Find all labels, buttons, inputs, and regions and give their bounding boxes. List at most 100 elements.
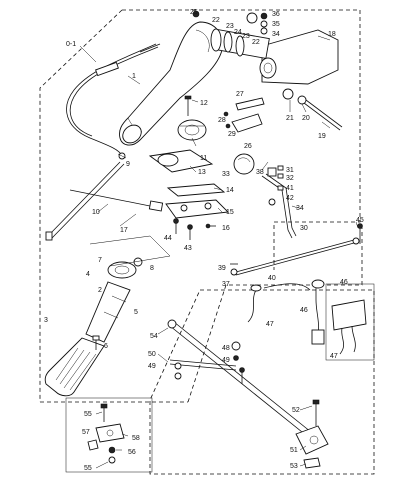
callout-14: 14 xyxy=(226,187,234,194)
callout-20: 20 xyxy=(302,115,310,122)
bracket-plates xyxy=(165,183,229,219)
callout-3: 3 xyxy=(44,317,48,324)
callout-41: 41 xyxy=(286,185,294,192)
callout-8: 8 xyxy=(150,265,154,272)
callout-43: 43 xyxy=(184,245,192,252)
grip-sleeve xyxy=(85,281,131,343)
callout-33: 33 xyxy=(222,171,230,178)
shift-lever xyxy=(261,165,297,239)
leader-box-17 xyxy=(89,235,171,267)
pulley xyxy=(177,119,207,141)
pivot-bracket xyxy=(259,29,339,85)
callout-22a: 22 xyxy=(212,17,220,24)
leader-lines xyxy=(95,35,359,469)
callout-25: 25 xyxy=(190,9,198,16)
assembly-boundary xyxy=(39,9,363,403)
callout-54: 54 xyxy=(150,333,158,340)
callout-32: 32 xyxy=(286,175,294,182)
callout-6: 6 xyxy=(104,343,108,350)
callout-46b: 46 xyxy=(340,279,348,286)
callout-37: 37 xyxy=(222,281,230,288)
callout-36: 36 xyxy=(272,11,280,18)
callout-47b: 47 xyxy=(330,353,338,360)
shift-rod xyxy=(45,161,164,241)
callout-56: 56 xyxy=(128,449,136,456)
callout-49b: 49 xyxy=(222,357,230,364)
callout-58: 58 xyxy=(132,435,140,442)
callout-52: 52 xyxy=(292,407,300,414)
callouts: 1 2 3 4 5 6 7 8 9 10 11 12 13 14 15 16 1… xyxy=(44,9,364,472)
callout-4: 4 xyxy=(86,271,90,278)
callout-29: 29 xyxy=(228,131,236,138)
inset-bolt xyxy=(100,403,108,422)
linkage-rod xyxy=(230,237,360,276)
callout-28: 28 xyxy=(218,117,226,124)
callout-10: 10 xyxy=(92,209,100,216)
inset-nut xyxy=(108,446,116,464)
callout-27: 27 xyxy=(236,91,244,98)
hand-grip xyxy=(44,337,105,397)
callout-30: 30 xyxy=(300,225,308,232)
callout-15: 15 xyxy=(226,209,234,216)
callout-34a: 34 xyxy=(272,31,280,38)
callout-42: 42 xyxy=(286,195,294,202)
callout-49a: 49 xyxy=(148,363,156,370)
callout-21: 21 xyxy=(286,115,294,122)
base-plate xyxy=(148,149,214,173)
callout-50: 50 xyxy=(148,351,156,358)
wiring-harness xyxy=(247,279,325,345)
callout-51: 51 xyxy=(290,447,298,454)
callout-45: 45 xyxy=(356,217,364,224)
throttle-collar xyxy=(107,257,143,279)
callout-48: 48 xyxy=(222,345,230,352)
callout-44: 44 xyxy=(164,235,172,242)
switch-inset xyxy=(325,283,375,361)
shift-knob xyxy=(233,153,255,175)
bolt-19 xyxy=(282,88,343,131)
callout-12: 12 xyxy=(200,100,208,107)
callout-19: 19 xyxy=(318,133,326,140)
callout-55b: 55 xyxy=(84,465,92,472)
tiller-housing xyxy=(119,21,224,146)
callout-57: 57 xyxy=(82,429,90,436)
callout-23b: 23 xyxy=(242,33,250,40)
callout-22b: 22 xyxy=(252,39,260,46)
washer-nut-stack xyxy=(192,10,268,35)
callout-39: 39 xyxy=(218,265,226,272)
callout-18: 18 xyxy=(328,31,336,38)
callout-38: 38 xyxy=(256,169,264,176)
assembly-label: 0-1 xyxy=(66,41,76,48)
callout-2: 2 xyxy=(98,287,102,294)
small-pin xyxy=(92,335,100,350)
callout-5: 5 xyxy=(134,309,138,316)
clamp-block xyxy=(295,399,329,469)
tie-bar xyxy=(167,319,317,441)
callout-26: 26 xyxy=(244,143,252,150)
small-screws xyxy=(173,218,216,240)
callout-24: 24 xyxy=(234,29,242,36)
callout-55a: 55 xyxy=(84,411,92,418)
lower-assembly-boundary xyxy=(149,289,375,475)
callout-40: 40 xyxy=(268,275,276,282)
callout-31: 31 xyxy=(286,167,294,174)
pivot-shaft xyxy=(210,28,270,59)
assembly-leader xyxy=(79,45,97,63)
callout-1: 1 xyxy=(132,73,136,80)
inset-clip xyxy=(87,439,99,451)
callout-47a: 47 xyxy=(266,321,274,328)
callout-11: 11 xyxy=(200,155,207,162)
callout-23a: 23 xyxy=(226,23,234,30)
callout-9: 9 xyxy=(126,161,130,168)
callout-7: 7 xyxy=(98,257,102,264)
callout-35: 35 xyxy=(272,21,280,28)
callout-53: 53 xyxy=(290,463,298,470)
tie-bar-hardware xyxy=(174,341,245,384)
screw-12 xyxy=(184,95,192,116)
callout-16: 16 xyxy=(222,225,230,232)
callout-13: 13 xyxy=(198,169,206,176)
callout-17: 17 xyxy=(120,227,128,234)
callout-34b: 34 xyxy=(296,205,304,212)
clip-group xyxy=(223,97,265,133)
